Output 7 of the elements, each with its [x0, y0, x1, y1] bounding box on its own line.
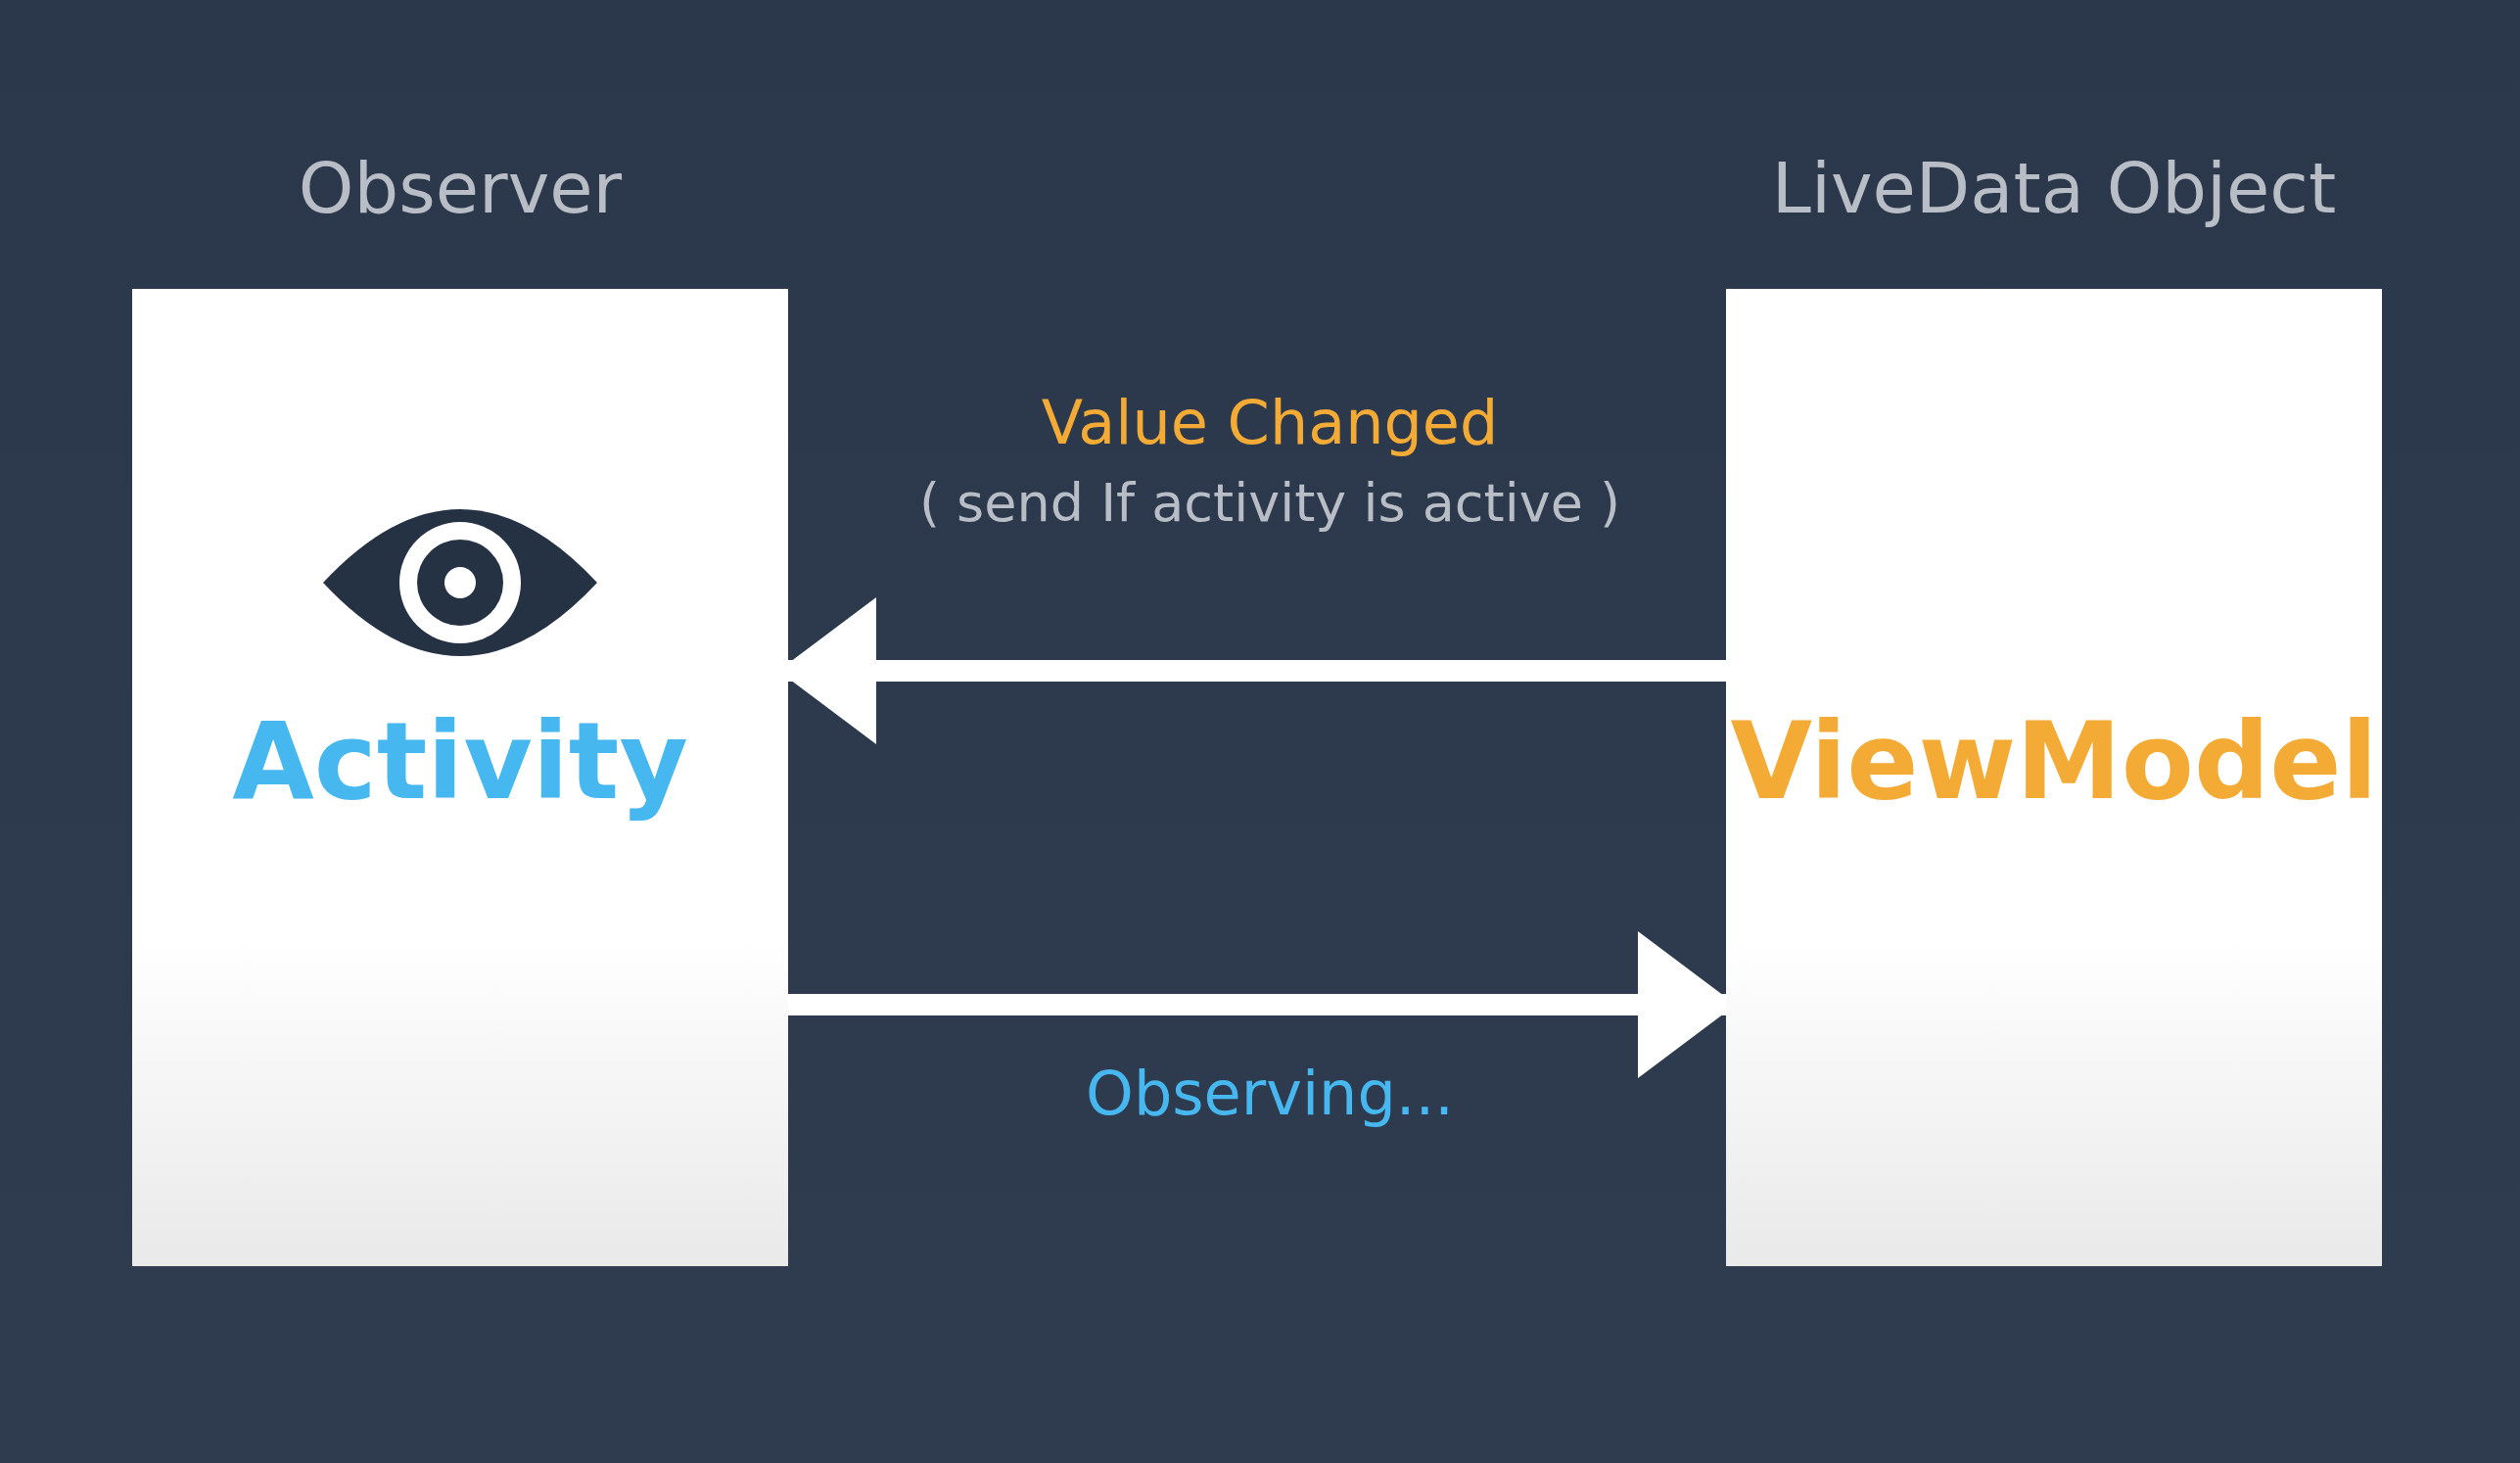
edge-label: Observing...: [1086, 1058, 1454, 1129]
node-title: Activity: [231, 700, 689, 823]
node-title: ViewModel: [1729, 700, 2379, 823]
column-heading: Observer: [297, 147, 624, 229]
column-heading: LiveData Object: [1770, 147, 2338, 229]
note-text: ( send If activity is active ): [918, 472, 1621, 534]
edge-label: Value Changed: [1041, 387, 1499, 458]
